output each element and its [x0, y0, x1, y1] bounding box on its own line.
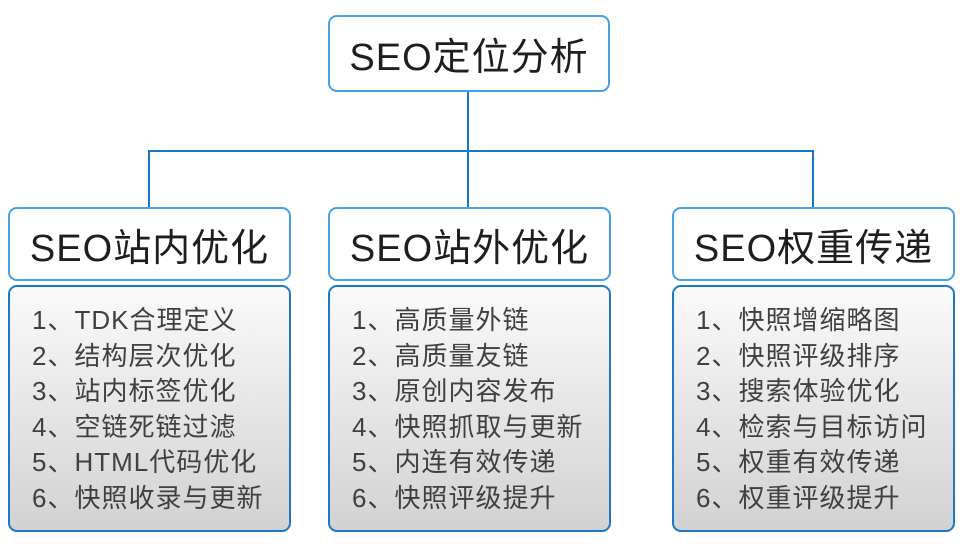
- root-node: SEO定位分析: [328, 15, 610, 92]
- list-item: 2、高质量友链: [352, 340, 530, 371]
- column-weight-transfer: SEO权重传递 1、快照增缩略图 2、快照评级排序 3、搜索体验优化 4、检索与…: [672, 207, 955, 532]
- list-item: 5、权重有效传递: [696, 447, 901, 477]
- column-title: SEO权重传递: [693, 227, 934, 270]
- column-list-onsite: 1、TDK合理定义 2、结构层次优化 3、站内标签优化 4、空链死链过滤 5、H…: [8, 285, 291, 532]
- list-item: 3、站内标签优化: [32, 376, 237, 406]
- list-item: 6、快照评级提升: [352, 482, 557, 513]
- list-item: 5、HTML代码优化: [32, 447, 258, 477]
- list-item: 3、原创内容发布: [352, 376, 557, 406]
- list-item: 4、检索与目标访问: [696, 411, 928, 442]
- connector-drop-center: [467, 150, 469, 208]
- column-header-onsite: SEO站内优化: [8, 207, 291, 281]
- list-item: 4、空链死链过滤: [32, 411, 237, 442]
- connector-horizontal: [148, 150, 814, 152]
- list-item: 4、快照抓取与更新: [352, 411, 584, 442]
- list-item: 5、内连有效传递: [352, 447, 557, 477]
- column-header-weight: SEO权重传递: [672, 207, 955, 281]
- connector-drop-left: [148, 150, 150, 208]
- column-title: SEO站内优化: [29, 227, 270, 270]
- column-list-weight: 1、快照增缩略图 2、快照评级排序 3、搜索体验优化 4、检索与目标访问 5、权…: [672, 285, 955, 532]
- list-item: 3、搜索体验优化: [696, 376, 901, 406]
- column-title: SEO站外优化: [349, 227, 590, 270]
- column-list-offsite: 1、高质量外链 2、高质量友链 3、原创内容发布 4、快照抓取与更新 5、内连有…: [328, 285, 611, 532]
- list-item: 2、结构层次优化: [32, 340, 237, 371]
- column-onsite-optimization: SEO站内优化 1、TDK合理定义 2、结构层次优化 3、站内标签优化 4、空链…: [8, 207, 291, 532]
- list-item: 1、快照增缩略图: [696, 305, 901, 335]
- list-item: 2、快照评级排序: [696, 340, 901, 371]
- connector-root-stem: [467, 92, 469, 152]
- column-offsite-optimization: SEO站外优化 1、高质量外链 2、高质量友链 3、原创内容发布 4、快照抓取与…: [328, 207, 611, 532]
- list-item: 1、TDK合理定义: [32, 305, 238, 335]
- connector-drop-right: [812, 150, 814, 208]
- root-title: SEO定位分析: [349, 37, 589, 79]
- list-item: 6、权重评级提升: [696, 482, 901, 513]
- list-item: 6、快照收录与更新: [32, 482, 264, 513]
- list-item: 1、高质量外链: [352, 305, 530, 335]
- column-header-offsite: SEO站外优化: [328, 207, 611, 281]
